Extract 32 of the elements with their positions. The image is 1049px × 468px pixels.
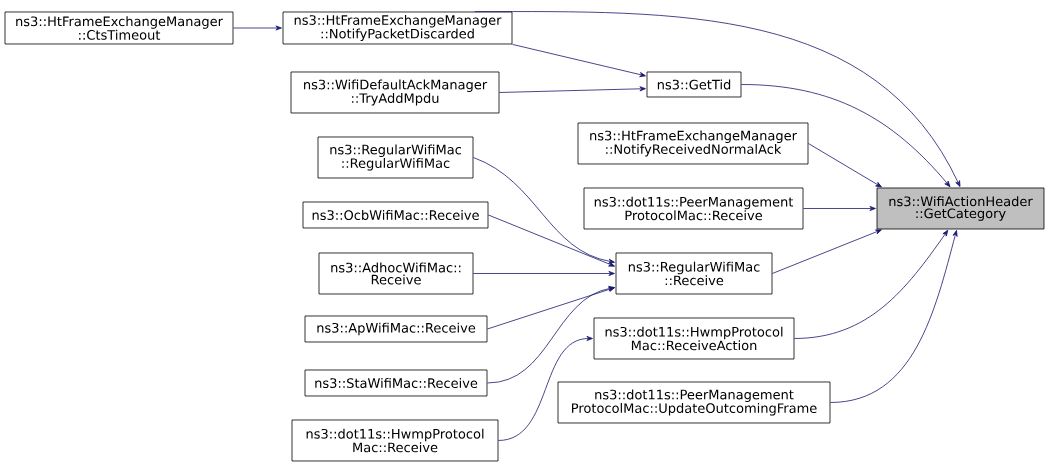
function-box: ns3::ApWifiMac::Receive [304, 315, 488, 343]
function-box: ns3::OcbWifiMac::Receive [302, 201, 489, 229]
arrow [808, 143, 882, 188]
function-box: ns3::WifiActionHeader ::GetCategory [876, 187, 1045, 230]
arrow [473, 157, 615, 264]
arrow [772, 229, 882, 274]
function-box: ns3::HtFrameExchangeManager ::NotifyReceivedNormalAck [577, 122, 809, 165]
function-box: ns3::WifiDefaultAckManager ::TryAddMpdu [290, 71, 500, 114]
arrow [487, 287, 615, 330]
function-box: ns3::dot11s::PeerManagement ProtocolMac::Receive [583, 187, 804, 230]
function-box: ns3::GetTid [646, 71, 742, 98]
arrow [830, 230, 958, 403]
arrow [741, 84, 951, 188]
function-box: ns3::dot11s::PeerManagement ProtocolMac::UpdateOutcomingFrame [557, 381, 831, 424]
arrow [498, 336, 593, 441]
function-box: ns3::StaWifiMac::Receive [304, 369, 488, 397]
arrow [474, 11, 961, 187]
function-box: ns3::HtFrameExchangeManager ::CtsTimeout [4, 11, 234, 45]
function-box: ns3::dot11s::HwmpProtocol Mac::Receive [291, 419, 499, 462]
arrow [499, 86, 646, 93]
function-box: ns3::AdhocWifiMac:: Receive [318, 252, 474, 295]
arrow [233, 25, 282, 31]
arrow [803, 206, 876, 211]
function-box: ns3::RegularWifiMac ::RegularWifiMac [317, 136, 474, 179]
arrow [512, 44, 646, 78]
arrow [488, 214, 615, 267]
arrow [473, 271, 615, 276]
function-box: ns3::HtFrameExchangeManager ::NotifyPacketDiscarded [282, 11, 513, 45]
function-box: ns3::dot11s::HwmpProtocol Mac::ReceiveAction [593, 317, 795, 360]
function-box: ns3::RegularWifiMac ::Receive [615, 252, 773, 295]
arrow [487, 286, 615, 384]
arrow [794, 229, 949, 339]
